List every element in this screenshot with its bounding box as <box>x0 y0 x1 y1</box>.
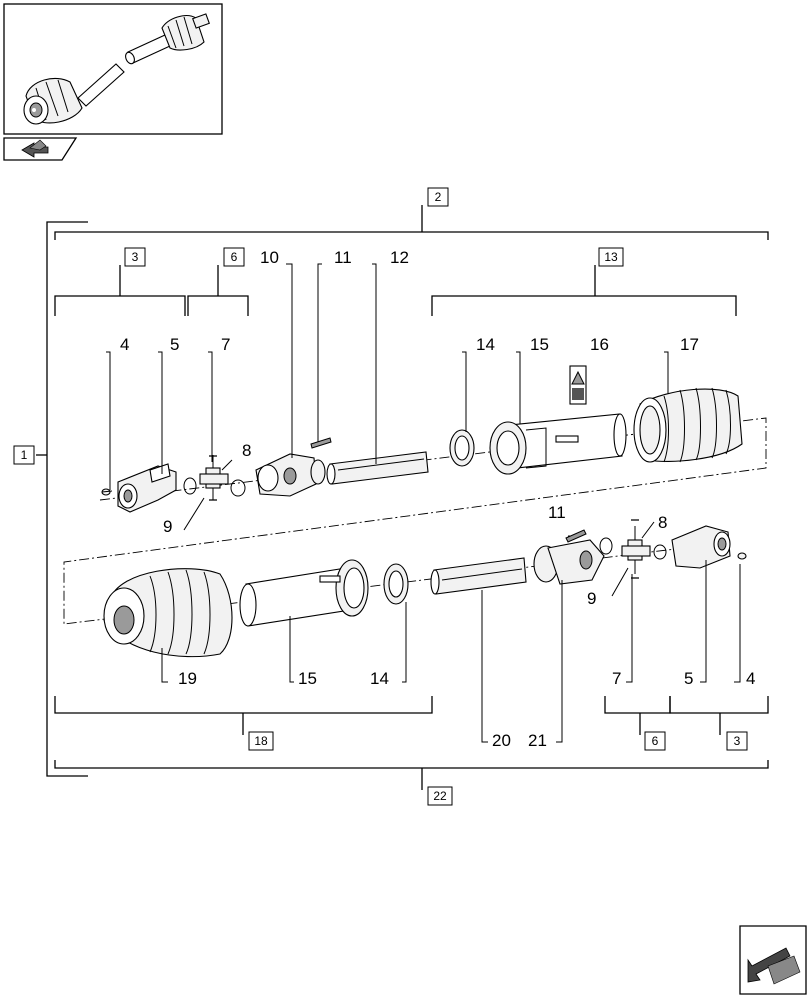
part-number: 20 <box>492 731 511 750</box>
part-numbers: 4 5 7 8 9 10 11 12 14 15 16 17 11 8 9 19… <box>120 248 755 750</box>
next-page-button[interactable] <box>739 925 807 995</box>
leader-lines <box>106 263 741 743</box>
callout-box-13: 13 <box>598 247 624 267</box>
callout-box-6-lower: 6 <box>644 731 666 751</box>
callout-box-22: 22 <box>427 786 453 806</box>
cross-part <box>199 455 229 500</box>
part-number: 11 <box>548 503 566 522</box>
svg-text:6: 6 <box>652 734 659 748</box>
next-page-arrow-icon <box>747 947 801 985</box>
part-number: 21 <box>528 731 547 750</box>
svg-text:6: 6 <box>231 250 238 264</box>
part-number: 19 <box>178 669 197 688</box>
cross-part-lower <box>621 526 651 574</box>
part-number: 7 <box>221 335 230 354</box>
previous-page-button[interactable] <box>3 137 78 161</box>
bearing-ring-part <box>449 429 475 467</box>
callout-box-6-upper: 6 <box>223 247 245 267</box>
svg-text:3: 3 <box>132 250 139 264</box>
thumbnail-panel <box>3 3 223 135</box>
part-number: 9 <box>163 517 172 536</box>
callout-box-3-lower: 3 <box>726 731 748 751</box>
yoke-part <box>117 463 177 513</box>
yoke-part-lower <box>671 525 731 569</box>
warning-decal-icon <box>569 365 587 405</box>
previous-page-arrow-icon <box>21 139 49 158</box>
part-number: 4 <box>746 669 755 688</box>
svg-text:3: 3 <box>734 734 741 748</box>
grease-nipple-part <box>101 488 113 496</box>
part-number: 16 <box>590 335 609 354</box>
lower-assembly <box>103 519 747 658</box>
guard-tube-part-lower <box>239 559 369 627</box>
part-number: 14 <box>476 335 495 354</box>
inner-tube-part <box>326 451 429 485</box>
inner-yoke-part <box>255 453 326 497</box>
callout-box-3-upper: 3 <box>124 247 146 267</box>
part-number: 5 <box>684 669 693 688</box>
svg-text:2: 2 <box>435 190 442 204</box>
svg-text:13: 13 <box>604 250 618 264</box>
part-number: 12 <box>390 248 409 267</box>
part-number: 14 <box>370 669 389 688</box>
callout-box-18: 18 <box>248 731 274 751</box>
boot-part <box>633 387 743 463</box>
callout-box-2: 2 <box>427 187 449 207</box>
thumbnail-frame <box>3 3 223 135</box>
part-number: 15 <box>298 669 317 688</box>
svg-text:1: 1 <box>21 448 28 462</box>
part-number: 8 <box>242 441 251 460</box>
part-number: 15 <box>530 335 549 354</box>
guard-tube-part <box>489 413 627 475</box>
upper-assembly <box>101 365 743 513</box>
part-number: 4 <box>120 335 129 354</box>
part-number: 10 <box>260 248 279 267</box>
inner-yoke-part-lower <box>533 539 605 585</box>
svg-text:18: 18 <box>254 734 268 748</box>
part-number: 8 <box>658 513 667 532</box>
boot-part-lower <box>103 568 233 658</box>
callout-box-1: 1 <box>13 445 35 465</box>
inner-tube-part-lower <box>430 557 527 595</box>
part-number: 17 <box>680 335 699 354</box>
bearing-ring-part-lower <box>383 563 409 605</box>
part-number: 5 <box>170 335 179 354</box>
assembly-thumbnail-icon <box>23 13 210 125</box>
assembly-brackets <box>36 205 769 790</box>
part-number: 11 <box>334 248 352 267</box>
svg-text:22: 22 <box>433 789 447 803</box>
part-number: 9 <box>587 589 596 608</box>
part-number: 7 <box>612 669 621 688</box>
